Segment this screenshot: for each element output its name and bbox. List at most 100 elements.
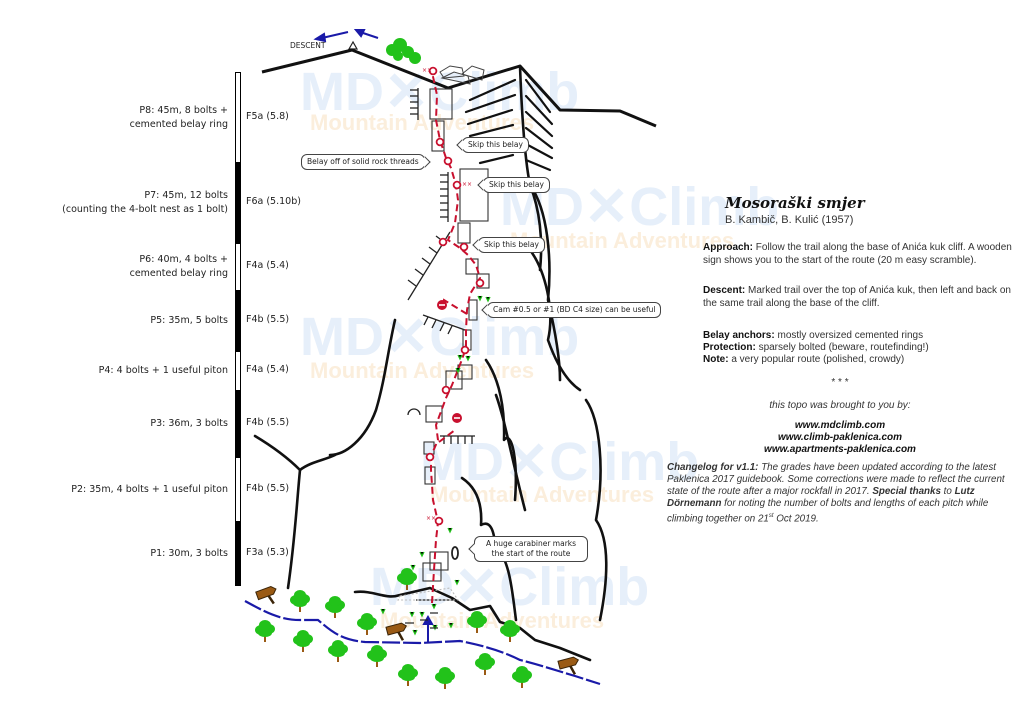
- protection-label: Protection:: [703, 342, 756, 353]
- pitch-label: P6: 40m, 4 bolts +cemented belay ring: [130, 253, 228, 281]
- callout-cam: Cam #0.5 or #1 (BD C4 size) can be usefu…: [481, 302, 662, 318]
- svg-text:××: ××: [422, 67, 432, 74]
- pitch-bar-segment: [235, 291, 241, 351]
- pitch-label: P8: 45m, 8 bolts + cemented belay ring: [130, 104, 228, 132]
- pitch-label-line: P1: 30m, 3 bolts: [150, 548, 228, 559]
- pitch-label: P5: 35m, 5 bolts: [150, 314, 228, 328]
- tree-icon: [512, 666, 532, 688]
- no-go-icon: [437, 300, 462, 423]
- descent-arrows: [313, 29, 379, 43]
- thanks-sup: st: [768, 513, 774, 519]
- note-text: a very popular route (polished, crowdy): [731, 354, 905, 365]
- tree-icon: [475, 653, 495, 675]
- approach-text: Follow the trail along the base of Anića…: [703, 242, 1012, 266]
- belay-info: Belay anchors: mostly oversized cemented…: [703, 330, 1023, 343]
- belay-stations: [425, 66, 485, 526]
- tree-icon: [328, 640, 348, 662]
- pitch-label: P2: 35m, 4 bolts + 1 useful piton: [71, 483, 228, 497]
- callout-text: Belay off of solid rock threads: [307, 157, 419, 166]
- pitch-grade: F4b (5.5): [246, 417, 290, 428]
- pitch-bar-segment: [235, 351, 241, 391]
- summit-triangle-icon: [347, 40, 359, 50]
- pitch-label: P4: 4 bolts + 1 useful piton: [99, 364, 228, 378]
- pitch-grade: F4a (5.4): [246, 364, 289, 375]
- approach-info: Approach: Follow the trail along the bas…: [703, 242, 1023, 267]
- pitch-grade: F5a (5.8): [246, 110, 289, 122]
- tree-icon: [435, 667, 455, 689]
- wooden-sign-icon: [385, 622, 408, 641]
- pitch-label: P3: 36m, 3 bolts: [150, 417, 228, 431]
- callout-skip-belay: Skip this belay: [477, 177, 550, 193]
- callout-text: Cam #0.5 or #1 (BD C4 size) can be usefu…: [493, 305, 656, 314]
- ridge-line: [261, 48, 657, 128]
- thanks-name: Lutz Dörnemann: [667, 486, 975, 509]
- descent-info-label: Descent:: [703, 285, 746, 296]
- changelog: Changelog for v1.1: The grades have been…: [667, 462, 1023, 525]
- pitch-grade: F6a (5.10b): [246, 196, 301, 207]
- cliff-hatching: [464, 78, 554, 172]
- pitch-grade: F4a (5.4): [246, 260, 289, 271]
- website-link[interactable]: www.climb-paklenica.com: [777, 432, 903, 443]
- route-title: Mosoraški smjer: [725, 194, 865, 212]
- callout-carabiner: A huge carabiner marks the start of the …: [468, 536, 588, 562]
- carabiner-icon: [451, 546, 459, 560]
- tree-icon: [367, 645, 387, 667]
- website-link[interactable]: www.apartments-paklenica.com: [764, 444, 916, 455]
- pitch-grade: F3a (5.3): [246, 547, 289, 558]
- website-link[interactable]: www.mdclimb.com: [794, 420, 886, 431]
- pitch-label-line: P3: 36m, 3 bolts: [150, 418, 228, 429]
- descent-text: Marked trail over the top of Anića kuk, …: [703, 285, 1011, 309]
- protection-text: sparsely bolted (beware, routefinding!): [758, 342, 929, 353]
- protection-info: Protection: sparsely bolted (beware, rou…: [703, 342, 1023, 355]
- changelog-text: The grades have been updated according t…: [667, 462, 1005, 497]
- tree-icon: [293, 630, 313, 652]
- pitch-bar-segment: [235, 457, 241, 522]
- callout-text: Skip this belay: [468, 140, 523, 149]
- website-links: www.mdclimb.com www.climb-paklenica.com …: [660, 420, 1020, 456]
- callout-text: Skip this belay: [489, 180, 544, 189]
- callout-belay-threads: Belay off of solid rock threads: [301, 154, 431, 170]
- tree-icon: [467, 611, 487, 633]
- thanks-to: to: [943, 486, 952, 497]
- pitch-bar-segment: [235, 163, 241, 243]
- pitch-label: P1: 30m, 3 bolts: [150, 547, 228, 561]
- pitch-bar-segment: [235, 243, 241, 291]
- wooden-sign-icon: [557, 656, 580, 675]
- route-authors: B. Kambič, B. Kulić (1957): [725, 214, 854, 226]
- pitch-label-line: P4: 4 bolts + 1 useful piton: [98, 365, 228, 376]
- callout-skip-belay: Skip this belay: [472, 237, 545, 253]
- wooden-sign-icon: [255, 586, 277, 605]
- old-anchor-marks: ××××××: [422, 67, 472, 522]
- pitch-label-line: P6: 40m, 4 bolts +: [139, 254, 228, 265]
- note-label: Note:: [703, 354, 729, 365]
- summit-trees: [386, 38, 421, 64]
- tree-icon: [397, 568, 417, 590]
- svg-text:××: ××: [462, 181, 472, 188]
- callout-text: Skip this belay: [484, 240, 539, 249]
- callout-text: A huge carabiner marks the start of the …: [485, 539, 577, 558]
- trail: [244, 600, 601, 686]
- route-line: [430, 71, 482, 604]
- tree-icon: [398, 664, 418, 686]
- pitch-label-line: P8: 45m, 8 bolts +: [139, 104, 228, 116]
- approach-label: Approach:: [703, 242, 753, 253]
- tree-icon: [255, 620, 275, 642]
- tree-icon: [290, 590, 310, 612]
- pitch-label-line: P2: 35m, 4 bolts + 1 useful piton: [71, 483, 228, 495]
- belay-label: Belay anchors:: [703, 330, 775, 341]
- pitch-grade: F4b (5.5): [246, 314, 290, 325]
- pitch-grade: F4b (5.5): [246, 482, 290, 494]
- changelog-label: Changelog for v1.1:: [667, 462, 759, 473]
- wooden-signs: [255, 586, 580, 675]
- pitch-bar-segment: [235, 391, 241, 457]
- ledges: [407, 88, 475, 601]
- thanks-label: Special thanks: [872, 486, 941, 497]
- tree-icon: [325, 596, 345, 618]
- pitch-label-line: cemented belay ring: [129, 118, 228, 130]
- pitch-label-line: P7: 45m, 12 bolts: [144, 190, 228, 201]
- pitch-label: P7: 45m, 12 bolts(counting the 4-bolt ne…: [62, 189, 228, 217]
- separator: * * *: [831, 377, 849, 388]
- descent-label: DESCENT: [290, 41, 326, 50]
